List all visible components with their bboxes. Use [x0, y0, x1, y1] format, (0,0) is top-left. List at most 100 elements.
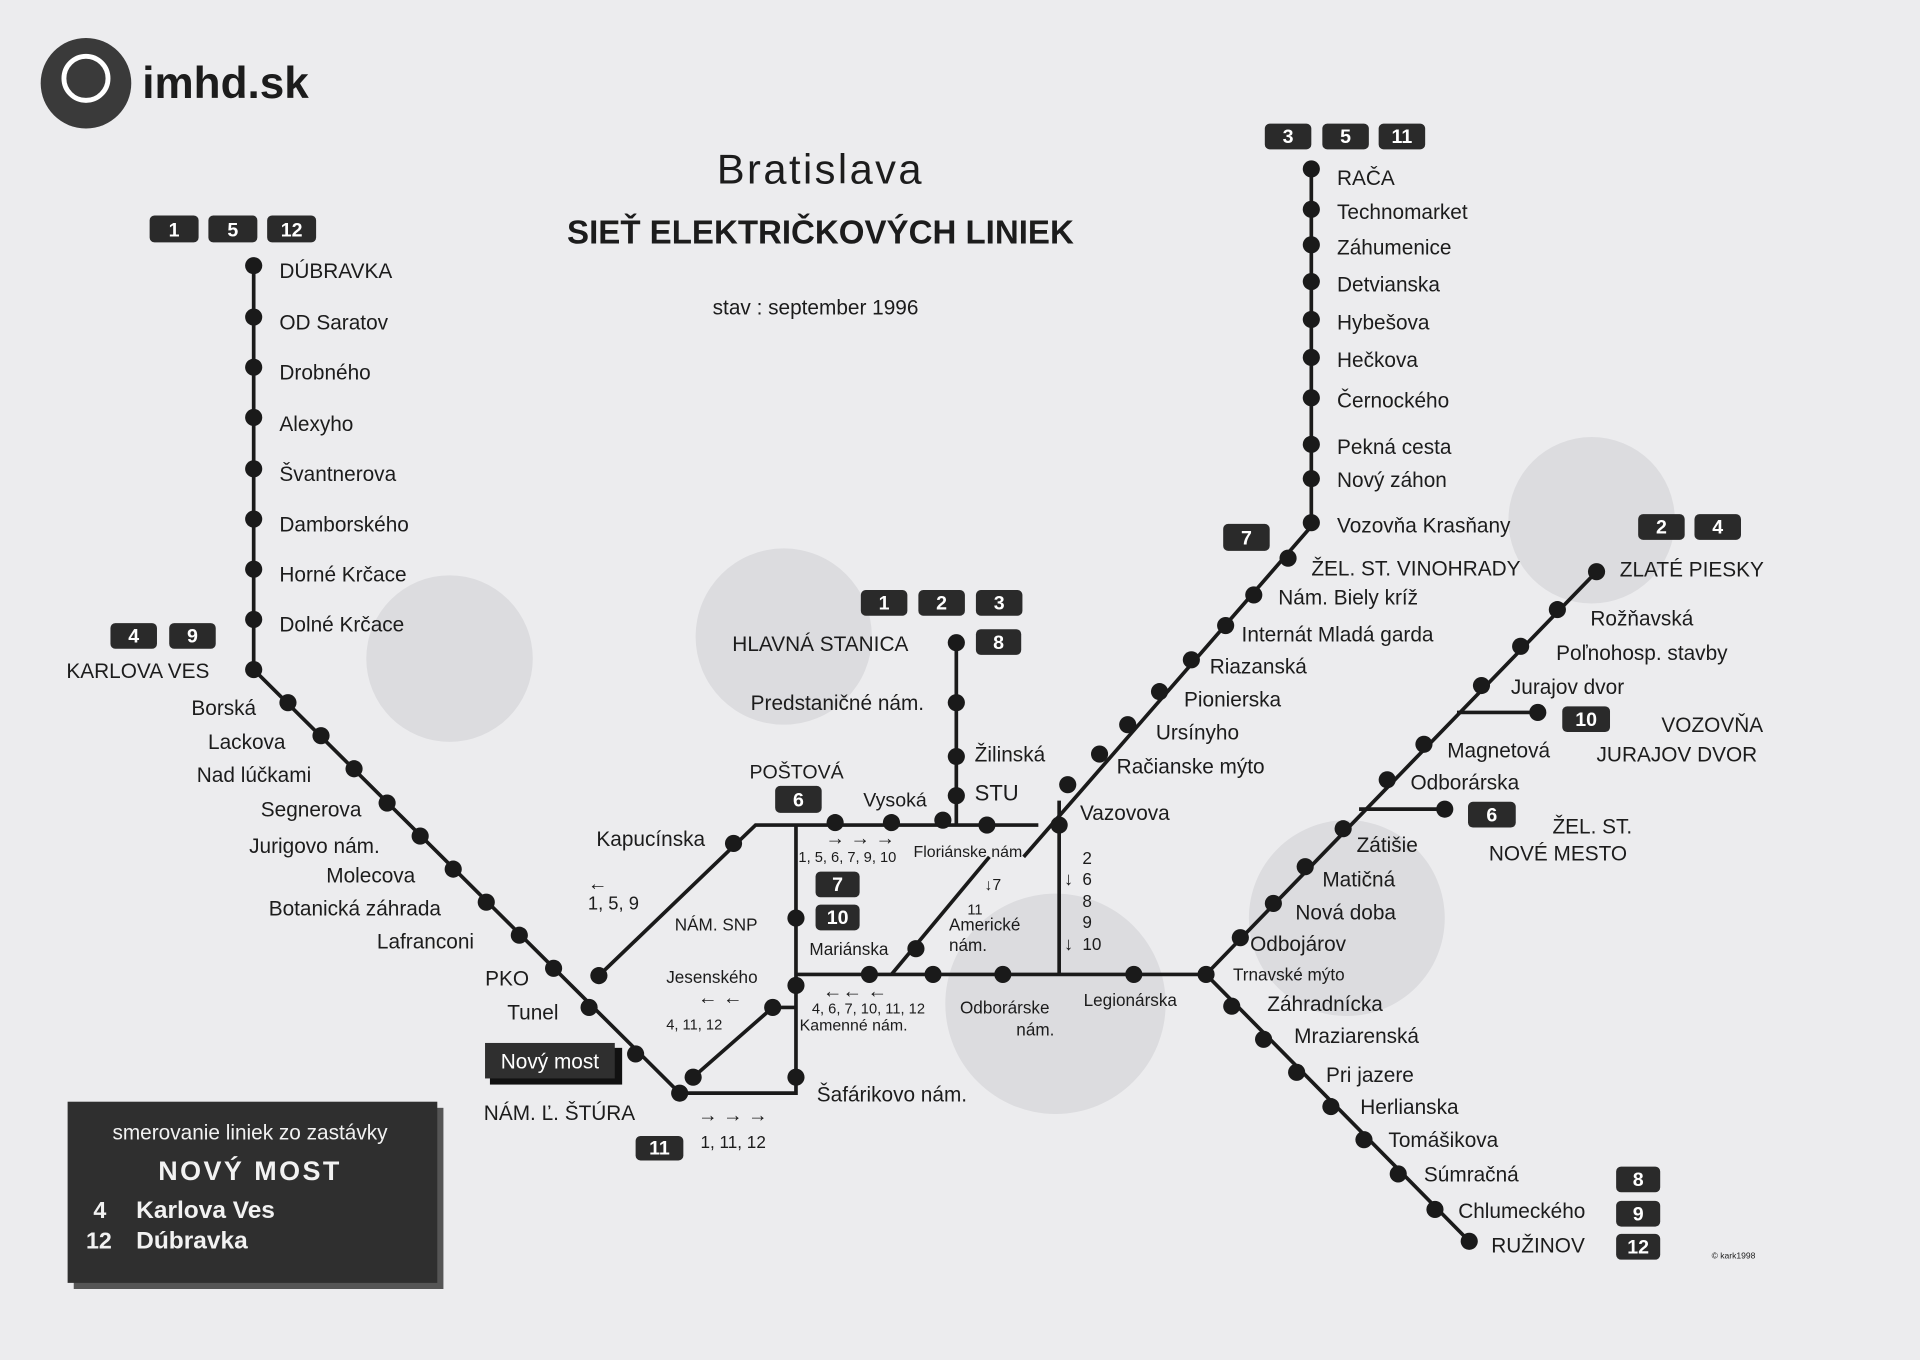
station-dot[interactable] [444, 860, 462, 878]
station-dot[interactable] [279, 694, 297, 712]
station-dot[interactable] [580, 998, 598, 1017]
station-dot[interactable] [1302, 389, 1320, 407]
station-dot[interactable] [245, 610, 263, 628]
station-label[interactable]: Nová doba [1295, 901, 1396, 924]
station-label[interactable]: Vozovňa Krasňany [1337, 514, 1511, 537]
station-label[interactable]: Tunel [507, 1002, 558, 1025]
station-label[interactable]: Nám. Biely kríž [1278, 587, 1418, 610]
station-label[interactable]: ZLATÉ PIESKY [1620, 559, 1764, 582]
station-label[interactable]: Lackova [208, 731, 286, 754]
station-dot[interactable] [1050, 816, 1068, 834]
station-dot[interactable] [1302, 272, 1320, 291]
station-dot[interactable] [245, 308, 263, 326]
station-label[interactable]: Internát Mladá garda [1242, 623, 1434, 646]
station-label[interactable]: Mariánska [809, 939, 888, 959]
station-dot[interactable] [684, 1068, 702, 1086]
station-dot[interactable] [590, 967, 608, 985]
novy-most-label[interactable]: Nový most [485, 1042, 623, 1085]
station-label[interactable]: OD Saratov [279, 311, 388, 334]
station-dot[interactable] [1182, 651, 1200, 669]
station-label[interactable]: RAČA [1337, 167, 1395, 190]
station-dot[interactable] [1302, 435, 1320, 453]
station-label[interactable]: POŠTOVÁ [749, 761, 844, 784]
line-badge[interactable]: 7 [815, 871, 860, 898]
station-label[interactable]: Technomarket [1337, 201, 1468, 224]
station-dot[interactable] [1302, 200, 1320, 218]
station-dot[interactable] [245, 257, 263, 275]
station-dot[interactable] [1059, 776, 1077, 794]
line-badge[interactable]: 2 [1638, 514, 1685, 540]
station-label[interactable]: nám. [1016, 1020, 1054, 1040]
station-dot[interactable] [1302, 348, 1320, 367]
station-dot[interactable] [1223, 997, 1241, 1015]
station-label[interactable]: Dolné Krčace [279, 614, 404, 637]
station-dot[interactable] [1415, 735, 1433, 753]
station-label[interactable]: NÁM. Ľ. ŠTÚRA [484, 1102, 636, 1125]
station-dot[interactable] [411, 827, 429, 845]
station-dot[interactable] [245, 460, 263, 478]
station-dot[interactable] [378, 794, 396, 812]
station-dot[interactable] [245, 358, 263, 376]
station-label[interactable]: DÚBRAVKA [279, 260, 392, 283]
station-label[interactable]: Detvianska [1337, 273, 1440, 296]
station-dot[interactable] [1090, 745, 1109, 763]
station-label[interactable]: Floriánske nám. [913, 844, 1026, 861]
station-label[interactable]: Segnerova [261, 798, 362, 821]
station-label[interactable]: Šafárikovo nám. [817, 1084, 967, 1107]
station-dot[interactable] [978, 816, 996, 834]
station-dot[interactable] [1529, 703, 1547, 722]
line-badge[interactable]: 2 [918, 590, 965, 616]
station-label[interactable]: Ursínyho [1156, 721, 1239, 744]
line-badge[interactable]: 4 [1694, 514, 1741, 540]
station-label[interactable]: Riazanská [1210, 655, 1308, 678]
line-badge[interactable]: 11 [1378, 123, 1426, 150]
station-dot[interactable] [787, 909, 805, 927]
station-label[interactable]: Vazovova [1080, 802, 1170, 825]
station-dot[interactable] [477, 893, 495, 911]
station-dot[interactable] [1512, 637, 1530, 655]
line-badge[interactable]: 12 [267, 215, 317, 243]
station-label[interactable]: Odbojárov [1250, 933, 1347, 956]
line-badge[interactable]: 10 [815, 904, 860, 931]
station-label[interactable]: Americké [949, 914, 1020, 934]
station-label[interactable]: Švantnerova [279, 463, 396, 486]
station-dot[interactable] [1288, 1063, 1306, 1081]
station-label[interactable]: Trnavské mýto [1233, 965, 1345, 985]
station-dot[interactable] [764, 998, 782, 1017]
station-label[interactable]: Pekná cesta [1337, 436, 1452, 459]
imhd-logo[interactable]: imhd.sk [40, 37, 310, 129]
station-dot[interactable] [1472, 676, 1491, 695]
station-label[interactable]: Mraziarenská [1294, 1025, 1419, 1048]
line-badge[interactable]: 8 [1616, 1166, 1661, 1193]
station-dot[interactable] [947, 747, 965, 766]
station-dot[interactable] [1119, 716, 1137, 734]
station-label[interactable]: Pionierska [1184, 688, 1282, 711]
station-label[interactable]: Legionárska [1084, 990, 1178, 1010]
station-dot[interactable] [1150, 683, 1169, 701]
line-badge[interactable]: 3 [975, 590, 1023, 616]
line-badge[interactable]: 7 [1223, 523, 1270, 551]
line-badge[interactable]: 3 [1264, 123, 1312, 150]
station-label[interactable]: HLAVNÁ STANICA [732, 633, 908, 656]
station-label[interactable]: Horné Krčace [279, 563, 406, 586]
station-label[interactable]: Tomášikova [1388, 1129, 1498, 1152]
station-label[interactable]: STU [975, 781, 1019, 806]
station-label[interactable]: ŽEL. ST. [1552, 816, 1632, 839]
station-label[interactable]: Záhradnícka [1267, 993, 1383, 1016]
station-dot[interactable] [1302, 470, 1320, 488]
station-label[interactable]: Rožňavská [1590, 608, 1693, 631]
station-label[interactable]: Súmračná [1424, 1163, 1519, 1186]
station-label[interactable]: Žilinská [975, 743, 1046, 766]
station-dot[interactable] [1334, 820, 1352, 838]
line-badge[interactable]: 6 [1468, 801, 1516, 828]
line-badge[interactable]: 12 [1616, 1233, 1661, 1260]
station-label[interactable]: Odborárska [1410, 772, 1519, 795]
station-dot[interactable] [860, 965, 878, 983]
station-dot[interactable] [1436, 800, 1454, 818]
station-label[interactable]: Chlumeckého [1458, 1200, 1585, 1223]
station-label[interactable]: Jesenského [666, 967, 757, 987]
station-dot[interactable] [1125, 965, 1143, 983]
station-dot[interactable] [245, 408, 263, 426]
station-label[interactable]: PKO [485, 967, 529, 990]
line-badge[interactable]: 5 [208, 215, 258, 243]
